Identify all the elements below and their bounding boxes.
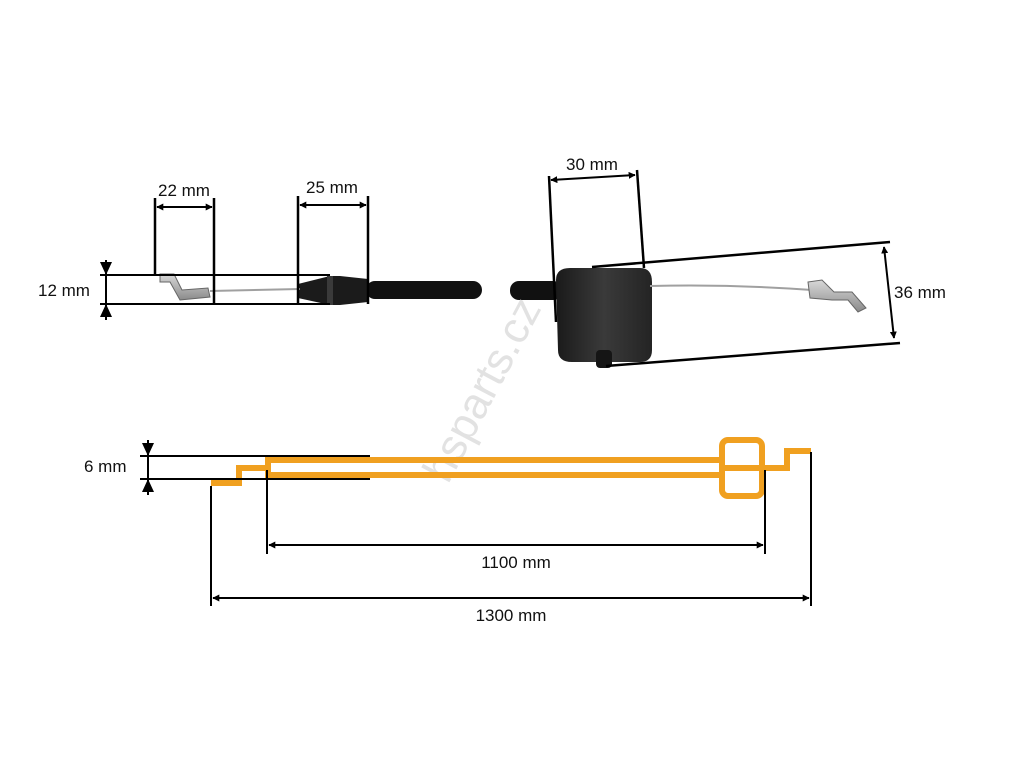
dim-block-width: 30 mm xyxy=(547,155,646,323)
dim-total-length: 1300 mm xyxy=(210,452,812,625)
profile-sheath xyxy=(265,457,724,478)
cable-sheath-right xyxy=(510,281,562,300)
steel-wire-right xyxy=(649,284,813,291)
dim-hook-width: 22 mm xyxy=(153,181,216,304)
dim-block-height: 36 mm xyxy=(591,240,946,368)
label-ferrule-width: 25 mm xyxy=(306,178,358,197)
dim-ferrule-width: 25 mm xyxy=(296,178,370,304)
block-peg xyxy=(596,350,612,368)
dim-inner-length: 1100 mm xyxy=(266,470,766,572)
label-end-height: 12 mm xyxy=(38,281,90,300)
dim-end-height: 12 mm xyxy=(38,260,330,320)
z-hook-right xyxy=(807,279,867,313)
cable-profile xyxy=(211,437,811,499)
label-total-length: 1300 mm xyxy=(476,606,547,625)
steel-wire-left xyxy=(209,288,301,292)
cable-sheath-left xyxy=(366,281,482,299)
right-cable-end xyxy=(510,268,867,368)
label-inner-length: 1100 mm xyxy=(481,553,551,572)
z-hook-left xyxy=(159,273,211,301)
ferrule-ring xyxy=(327,276,333,305)
label-hook-width: 22 mm xyxy=(158,181,210,200)
profile-left-end xyxy=(211,465,268,486)
label-block-width: 30 mm xyxy=(566,155,618,174)
label-block-height: 36 mm xyxy=(894,283,946,302)
label-profile-height: 6 mm xyxy=(84,457,127,476)
left-cable-end xyxy=(159,273,482,305)
profile-right-end xyxy=(762,448,811,471)
dim-profile-height: 6 mm xyxy=(84,440,370,495)
plastic-block xyxy=(556,268,652,362)
